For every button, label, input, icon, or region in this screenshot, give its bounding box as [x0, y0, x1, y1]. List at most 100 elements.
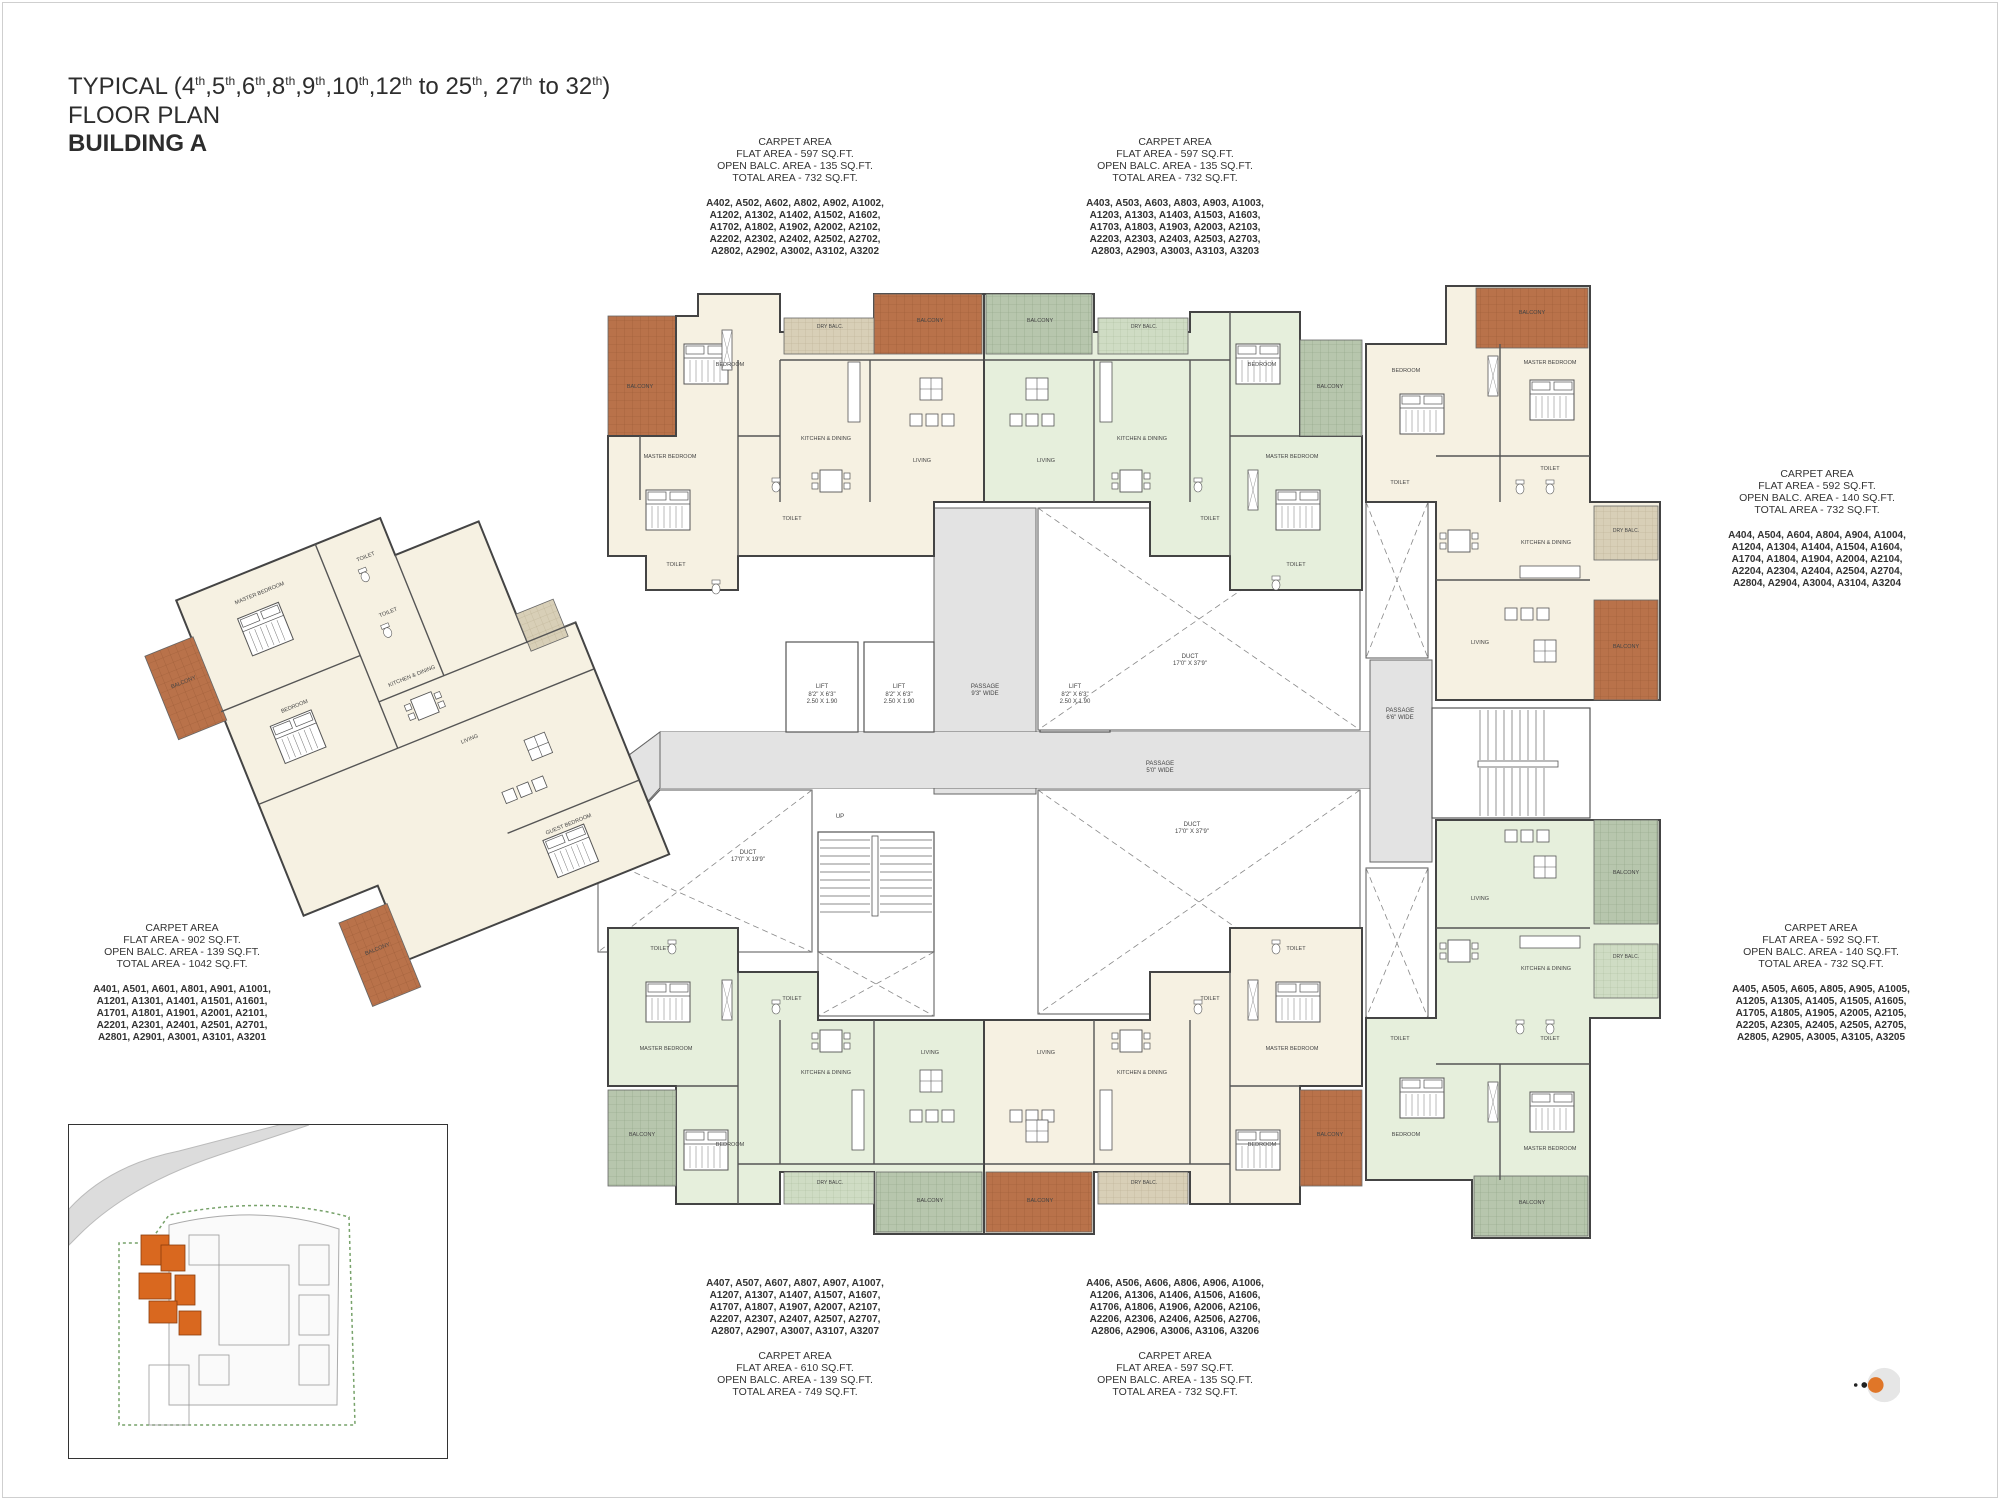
f04-drybalc-label: DRY BALC. — [1613, 528, 1639, 534]
f07-master-label: MASTER BEDROOM — [640, 1046, 693, 1052]
flat-info-03: CARPET AREA FLAT AREA - 597 SQ.FT. OPEN … — [1060, 136, 1290, 258]
f03-toilet-label: TOILET — [1200, 516, 1220, 522]
carpet-area-label: CARPET AREA — [758, 1350, 832, 1362]
duct-bottom-dim: 17'0" X 37'9" — [1175, 829, 1209, 835]
unit-numbers: A401, A501, A601, A801, A901, A1001, A12… — [93, 984, 271, 1043]
f07-bedroom-label: BEDROOM — [716, 1142, 745, 1148]
carpet-area-label: CARPET AREA — [1780, 468, 1854, 480]
f04-living-label: LIVING — [1471, 640, 1489, 646]
flat-info-01: CARPET AREA FLAT AREA - 902 SQ.FT. OPEN … — [67, 922, 297, 1044]
passage-r-width: 6'6" WIDE — [1386, 715, 1413, 721]
passage-v-label: PASSAGE — [971, 684, 999, 690]
f07-balcony2-label: BALCONY — [917, 1198, 944, 1204]
f03-balcony-label: BALCONY — [1027, 318, 1054, 324]
lift3-m: 2.50 X 1.90 — [1060, 699, 1091, 705]
f07-toilet2-label: TOILET — [650, 946, 670, 952]
balcony-area: OPEN BALC. AREA - 135 SQ.FT. — [1097, 1374, 1253, 1386]
unit-numbers: A405, A505, A605, A805, A905, A1005, A12… — [1732, 984, 1910, 1043]
flat-info-06: A406, A506, A606, A806, A906, A1006, A12… — [1060, 1278, 1290, 1398]
balcony-area: OPEN BALC. AREA - 139 SQ.FT. — [104, 946, 260, 958]
f03-bedroom-label: BEDROOM — [1248, 362, 1277, 368]
brand-logo-icon — [1853, 1367, 1900, 1403]
f04-balcony2-label: BALCONY — [1613, 644, 1640, 650]
carpet-area-label: CARPET AREA — [1138, 1350, 1212, 1362]
f06-kitchen-label: KITCHEN & DINING — [1117, 1070, 1167, 1076]
flat-05: BALCONY DRY BALC. BALCONY LIVING KITCHEN… — [1365, 819, 1661, 1239]
duct-left-dim: 17'0" X 19'9" — [731, 857, 765, 863]
f03-kitchen-label: KITCHEN & DINING — [1117, 436, 1167, 442]
f06-drybalc-label: DRY BALC. — [1131, 1180, 1157, 1186]
f05-bedroom-label: BEDROOM — [1392, 1132, 1421, 1138]
duct-bottom-label: DUCT — [1184, 822, 1201, 828]
f06-balcony-label: BALCONY — [1027, 1198, 1054, 1204]
lift1-dim: 8'2" X 6'3" — [808, 692, 835, 698]
flat-06: BALCONY DRY BALC. BALCONY LIVING KITCHEN… — [983, 927, 1363, 1235]
f03-master-label: MASTER BEDROOM — [1266, 454, 1319, 460]
carpet-area-label: CARPET AREA — [1138, 136, 1212, 148]
total-area: TOTAL AREA - 732 SQ.FT. — [1112, 1386, 1238, 1398]
f05-kitchen-label: KITCHEN & DINING — [1521, 966, 1571, 972]
f07-living-label: LIVING — [921, 1050, 939, 1056]
total-area: TOTAL AREA - 732 SQ.FT. — [1112, 172, 1238, 184]
f06-toilet2-label: TOILET — [1286, 946, 1306, 952]
f03-drybalc-label: DRY BALC. — [1131, 324, 1157, 330]
heading-floors: TYPICAL (4th,5th,6th,8th,9th,10th,12th t… — [68, 73, 611, 100]
lift1-label: LIFT — [816, 684, 829, 690]
flat-area: FLAT AREA - 610 SQ.FT. — [736, 1362, 854, 1374]
f06-balcony2-label: BALCONY — [1317, 1132, 1344, 1138]
passage-h-width: 5'0" WIDE — [1146, 768, 1173, 774]
flat-area: FLAT AREA - 592 SQ.FT. — [1758, 480, 1876, 492]
flat-03: BALCONY DRY BALC. BALCONY BEDROOM KITCHE… — [983, 293, 1363, 591]
lift2-m: 2.50 X 1.90 — [884, 699, 915, 705]
f07-toilet-label: TOILET — [782, 996, 802, 1002]
balcony-area: OPEN BALC. AREA - 135 SQ.FT. — [1097, 160, 1253, 172]
f05-toilet2-label: TOILET — [1390, 1036, 1410, 1042]
heading-floor-plan: FLOOR PLAN — [68, 102, 221, 129]
f02-toilet-label: TOILET — [782, 516, 802, 522]
balcony-area: OPEN BALC. AREA - 135 SQ.FT. — [717, 160, 873, 172]
building-a-highlight — [138, 1234, 202, 1336]
f02-drybalc-label: DRY BALC. — [817, 324, 843, 330]
carpet-area-label: CARPET AREA — [145, 922, 219, 934]
flat-area: FLAT AREA - 597 SQ.FT. — [1116, 1362, 1234, 1374]
balcony-area: OPEN BALC. AREA - 140 SQ.FT. — [1739, 492, 1895, 504]
passage-v-width: 9'3" WIDE — [971, 691, 998, 697]
flat-area: FLAT AREA - 592 SQ.FT. — [1762, 934, 1880, 946]
f05-living-label: LIVING — [1471, 896, 1489, 902]
f07-kitchen-label: KITCHEN & DINING — [801, 1070, 851, 1076]
f03-toilet2-label: TOILET — [1286, 562, 1306, 568]
flat-info-07: A407, A507, A607, A807, A907, A1007, A12… — [680, 1278, 910, 1398]
unit-numbers: A407, A507, A607, A807, A907, A1007, A12… — [706, 1278, 884, 1337]
key-plan — [68, 1124, 448, 1459]
balcony-area: OPEN BALC. AREA - 140 SQ.FT. — [1743, 946, 1899, 958]
carpet-area-label: CARPET AREA — [1784, 922, 1858, 934]
flat-info-04: CARPET AREA FLAT AREA - 592 SQ.FT. OPEN … — [1702, 468, 1932, 590]
f06-living-label: LIVING — [1037, 1050, 1055, 1056]
unit-numbers: A406, A506, A606, A806, A906, A1006, A12… — [1086, 1278, 1264, 1337]
f02-toilet2-label: TOILET — [666, 562, 686, 568]
f02-balcony2-label: BALCONY — [917, 318, 944, 324]
lift2-dim: 8'2" X 6'3" — [885, 692, 912, 698]
flat-area: FLAT AREA - 902 SQ.FT. — [123, 934, 241, 946]
f05-master-label: MASTER BEDROOM — [1524, 1146, 1577, 1152]
f05-balcony-label: BALCONY — [1613, 870, 1640, 876]
duct-top-dim: 17'0" X 37'9" — [1173, 661, 1207, 667]
f07-drybalc-label: DRY BALC. — [817, 1180, 843, 1186]
flat-area: FLAT AREA - 597 SQ.FT. — [736, 148, 854, 160]
total-area: TOTAL AREA - 1042 SQ.FT. — [116, 958, 248, 970]
unit-numbers: A403, A503, A603, A803, A903, A1003, A12… — [1086, 198, 1264, 257]
stair-up-label: UP — [836, 814, 844, 820]
f05-toilet-label: TOILET — [1540, 1036, 1560, 1042]
lift3-dim: 8'2" X 6'3" — [1061, 692, 1088, 698]
flat-area: FLAT AREA - 597 SQ.FT. — [1116, 148, 1234, 160]
f04-balcony-label: BALCONY — [1519, 310, 1546, 316]
f04-toilet-label: TOILET — [1540, 466, 1560, 472]
total-area: TOTAL AREA - 732 SQ.FT. — [1758, 958, 1884, 970]
duct-left-label: DUCT — [740, 850, 757, 856]
heading-building: BUILDING A — [68, 130, 208, 157]
floor-list: 4th,5th,6th,8th,9th,10th,12th to 25th, 2… — [181, 73, 603, 100]
f03-balcony2-label: BALCONY — [1317, 384, 1344, 390]
unit-numbers: A404, A504, A604, A804, A904, A1004, A12… — [1728, 530, 1906, 589]
total-area: TOTAL AREA - 749 SQ.FT. — [732, 1386, 858, 1398]
